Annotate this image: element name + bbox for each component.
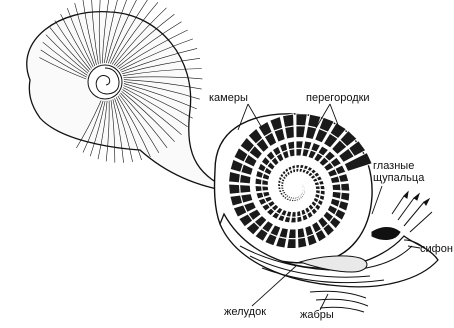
label-stomach: желудок [224, 306, 266, 318]
label-eye-tentacles: глазные щупальца [373, 160, 424, 184]
label-septa: перегородки [306, 92, 370, 104]
shell-umbilicus [88, 65, 122, 99]
label-gills: жабры [300, 309, 334, 321]
label-chambers: камеры [209, 92, 248, 104]
label-siphon: сифон [420, 243, 453, 255]
external-shell-illustration [27, 0, 234, 192]
shell-outline [27, 12, 234, 192]
label-eye: глазные [373, 160, 424, 172]
label-tentacles: щупальца [373, 172, 424, 184]
shell-cross-section [215, 104, 438, 312]
